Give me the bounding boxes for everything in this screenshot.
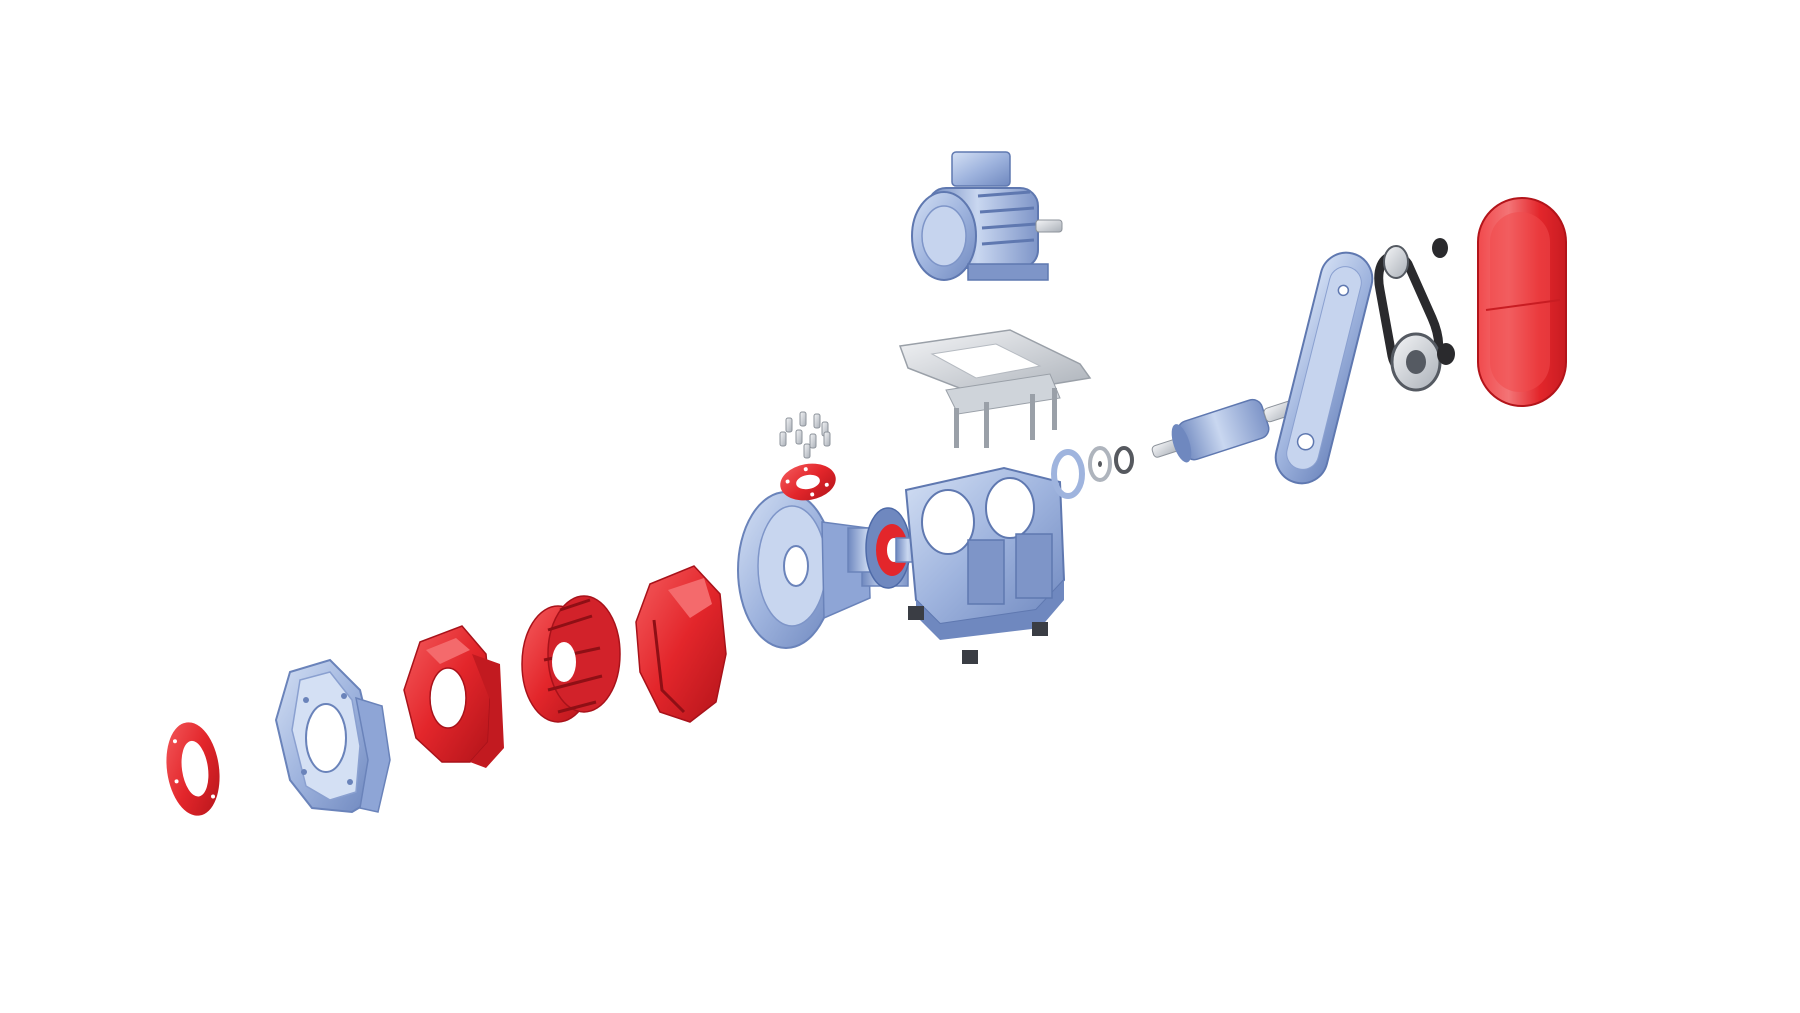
clamp-washer-icon xyxy=(1098,461,1102,467)
frame-plate-icon xyxy=(274,658,391,814)
motor-icon xyxy=(911,151,1063,281)
throat-bush-gasket-icon xyxy=(166,722,220,816)
belt-guard-cover-icon xyxy=(1477,197,1567,407)
bolt-set-icon xyxy=(779,411,831,459)
shaft-icon xyxy=(1151,398,1302,463)
impeller-icon xyxy=(521,595,621,723)
volute-liner-icon xyxy=(403,625,504,768)
lip-seal-icon xyxy=(1051,446,1134,499)
motor-mounting-plate-icon xyxy=(898,329,1092,448)
belt-pulley-drive-icon xyxy=(1374,238,1455,392)
cover-plate-liner-icon xyxy=(635,565,727,723)
bearing-assembly-icon xyxy=(847,507,923,589)
belt-guard-back-icon xyxy=(1274,251,1374,485)
pedestal-base-icon xyxy=(904,466,1066,664)
red-flange-gasket-icon xyxy=(780,463,836,501)
